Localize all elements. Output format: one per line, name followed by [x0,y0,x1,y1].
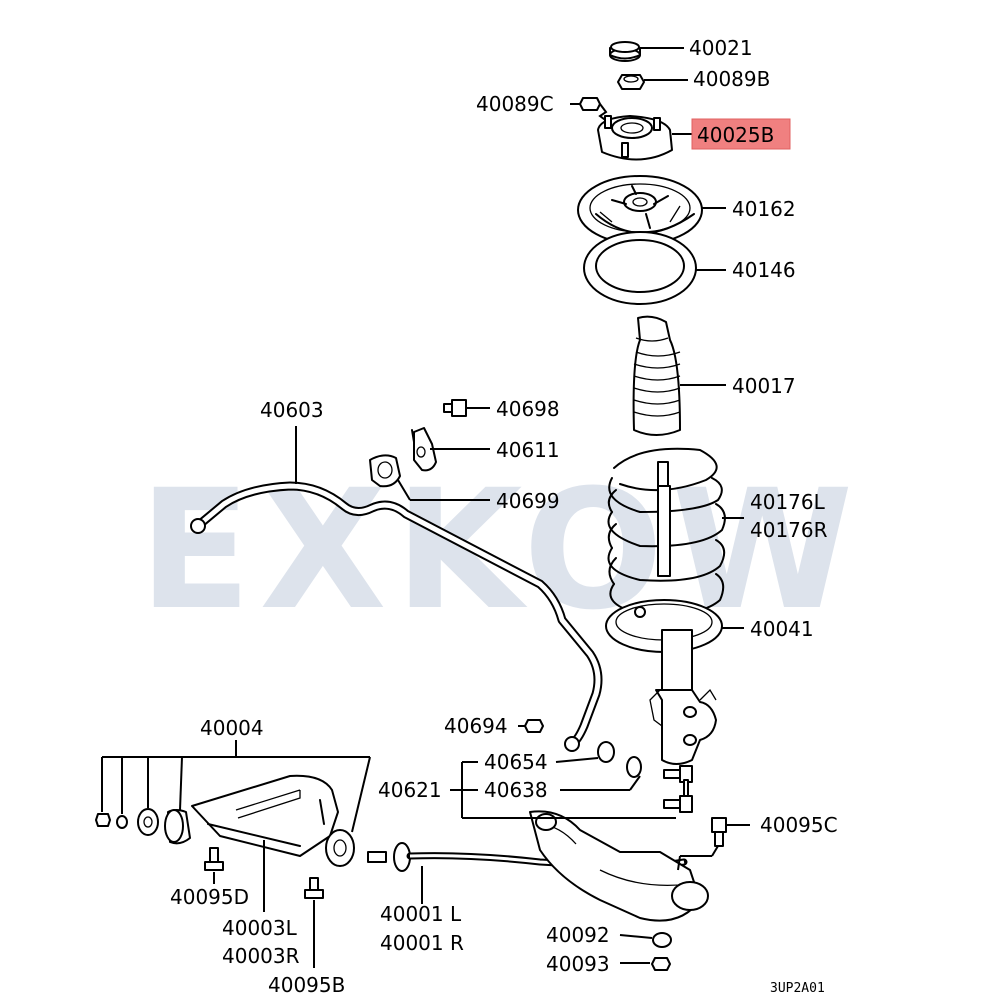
stabilizer-link-part [597,741,693,813]
bolt-40095B-part [304,877,324,899]
label-40003R: 40003R [222,944,300,968]
lower-arm-bracket-part [191,774,355,867]
nut-40694-part [524,719,544,733]
strut-assembly-part [605,485,723,765]
label-40603: 40603 [260,398,324,422]
diagram-code: 3UP2A01 [770,981,825,996]
nut-40093-part [651,957,671,971]
bushing-40092-part [652,932,672,948]
bolt-40095D-part [204,847,224,871]
label-40654: 40654 [484,750,548,774]
label-40621: 40621 [378,778,442,802]
bolt-40095C-part [711,817,727,847]
label-40162: 40162 [732,197,796,221]
bump-stop-boot-part [632,315,681,436]
coil-spring-part [607,447,726,616]
label-40089B: 40089B [693,67,770,91]
label-40093: 40093 [546,952,610,976]
label-40001L: 40001 L [380,902,462,926]
label-40176R: 40176R [750,518,828,542]
strut-mount-part [597,115,673,161]
label-40001R: 40001 R [380,931,464,955]
label-40004: 40004 [200,716,264,740]
label-40146: 40146 [732,258,796,282]
stabilizer-bushing-part [369,454,401,488]
label-40095C: 40095C [760,813,838,837]
label-40095D: 40095D [170,885,249,909]
label-40003L: 40003L [222,916,298,940]
label-40092: 40092 [546,923,610,947]
bolt-part [443,399,467,417]
label-40089C: 40089C [476,92,554,116]
bracket-part [411,427,437,472]
nut-part [617,74,645,90]
label-40041: 40041 [750,617,814,641]
label-40638: 40638 [484,778,548,802]
leader-lines [101,47,750,968]
spring-isolator-part [583,231,697,305]
small-nut-part [579,97,601,111]
label-40611: 40611 [496,438,560,462]
stabilizer-bar-part [190,481,603,752]
label-40176L: 40176L [750,490,826,514]
label-40694: 40694 [444,714,508,738]
label-40095B: 40095B [268,973,345,997]
hardware-row-40004 [95,808,191,845]
highlight-40025B [691,118,791,150]
label-40017: 40017 [732,374,796,398]
label-40025B: 40025B [697,123,774,147]
label-40698: 40698 [496,397,560,421]
label-40699: 40699 [496,489,560,513]
label-40021: 40021 [689,36,753,60]
dust-cap-part [609,41,641,62]
